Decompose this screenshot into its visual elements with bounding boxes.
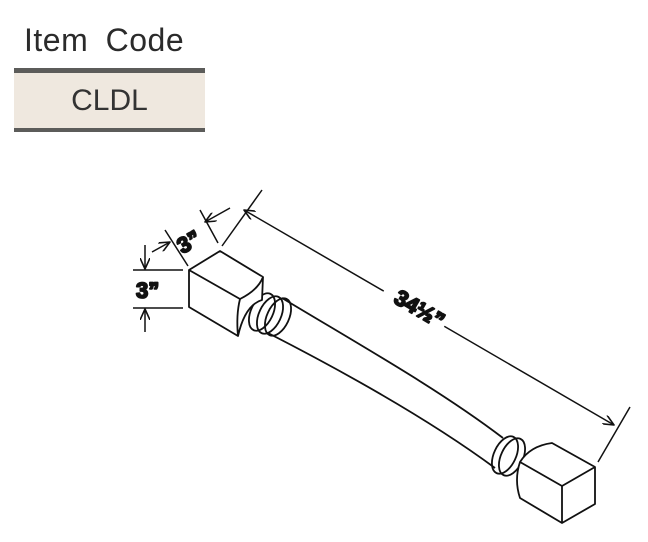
width-label: 3” <box>172 225 205 258</box>
height-label: 3” <box>136 278 159 303</box>
shaft <box>267 297 504 469</box>
item-code-title: Item Code <box>24 22 185 58</box>
width-dimension <box>151 207 231 267</box>
height-dimension <box>133 245 183 332</box>
divider-bottom <box>14 128 205 132</box>
length-dimension <box>221 189 631 463</box>
bottom-block <box>516 442 596 524</box>
divider-top <box>14 68 205 73</box>
top-collar <box>248 292 292 337</box>
top-block <box>188 250 264 337</box>
item-code-value: CLDL <box>14 73 205 128</box>
